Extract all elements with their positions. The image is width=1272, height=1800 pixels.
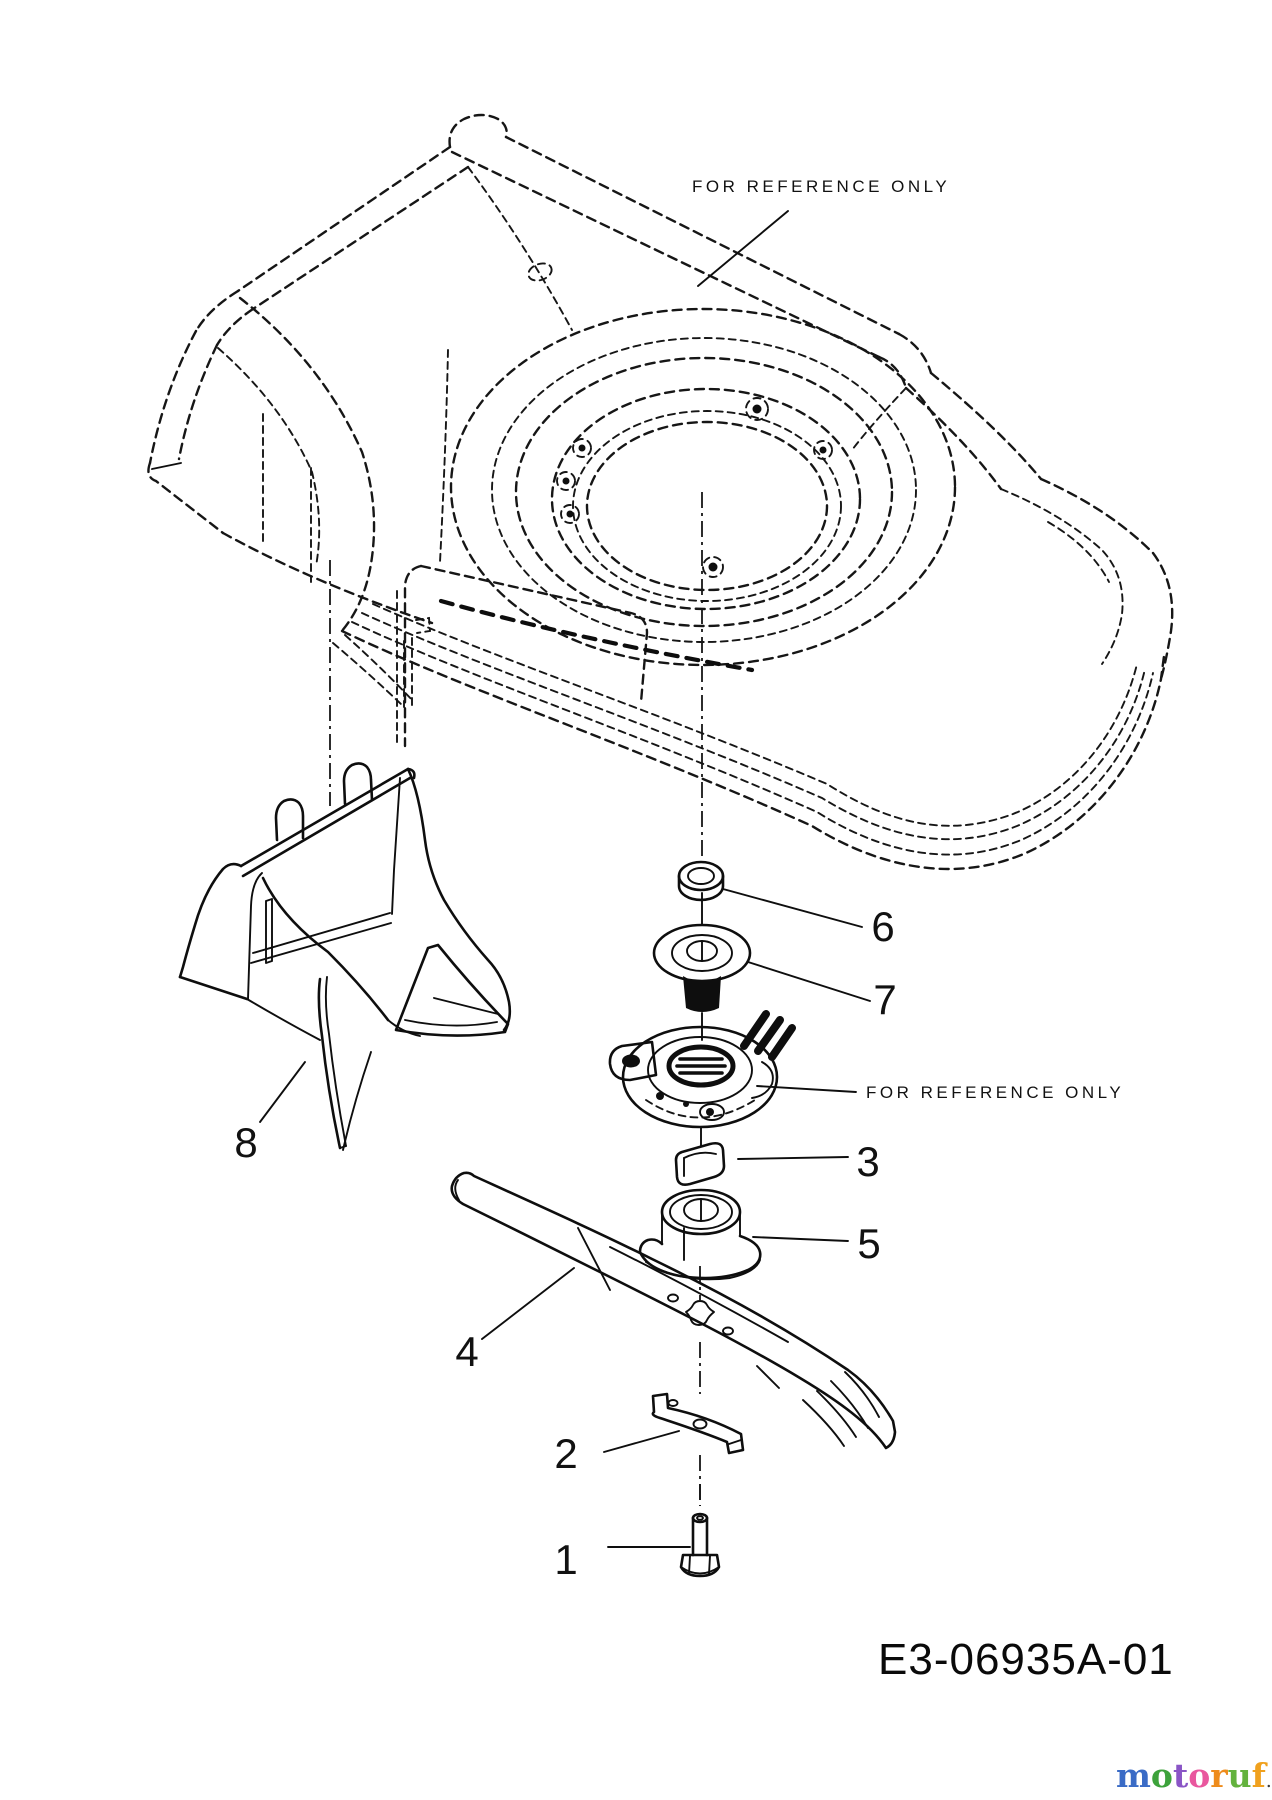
watermark-letter: t — [1173, 1756, 1189, 1795]
callout-leader-lines — [259, 210, 871, 1548]
watermark-logo: motoruf.de — [1116, 1756, 1272, 1795]
watermark-letter: o — [1151, 1756, 1173, 1795]
washer-part-6 — [677, 860, 725, 926]
watermark-letter: r — [1210, 1756, 1228, 1795]
watermark-letter: m — [1116, 1756, 1151, 1795]
mower-deck-reference-outline — [147, 113, 1043, 634]
reference-note-top: FOR REFERENCE ONLY — [692, 177, 950, 196]
square-washer-part-3 — [674, 1141, 726, 1186]
mower-deck-skirt-band — [332, 603, 1166, 871]
spacer-part-7 — [652, 923, 752, 1041]
callout-6: 6 — [871, 903, 894, 950]
callout-4: 4 — [455, 1328, 478, 1375]
watermark-letter: f — [1252, 1756, 1268, 1795]
callout-7: 7 — [873, 976, 896, 1023]
watermark-letter: u — [1228, 1756, 1252, 1795]
blade-adapter-hub-part-5 — [638, 1188, 762, 1281]
mower-deck-discharge-opening — [1000, 477, 1174, 681]
watermark-domain-suffix: .de — [1266, 1770, 1272, 1792]
callout-8: 8 — [234, 1119, 257, 1166]
blade-adapter-reference-part — [608, 1010, 796, 1147]
drawing-number: E3-06935A-01 — [878, 1635, 1174, 1684]
watermark-letter: o — [1188, 1756, 1210, 1795]
reference-note-adapter: FOR REFERENCE ONLY — [866, 1083, 1124, 1102]
hex-bolt-part-1 — [679, 1484, 721, 1578]
callout-1: 1 — [554, 1536, 577, 1583]
mower-deck-window-opening — [396, 564, 755, 748]
callout-5: 5 — [857, 1220, 880, 1267]
discharge-chute-part-8 — [178, 762, 512, 1151]
blade-support-bracket-part-2 — [651, 1392, 745, 1455]
mower-deck-spindle-rings — [449, 262, 957, 667]
callout-2: 2 — [554, 1430, 577, 1477]
blade-part-4 — [450, 1171, 897, 1450]
callout-3: 3 — [856, 1138, 879, 1185]
